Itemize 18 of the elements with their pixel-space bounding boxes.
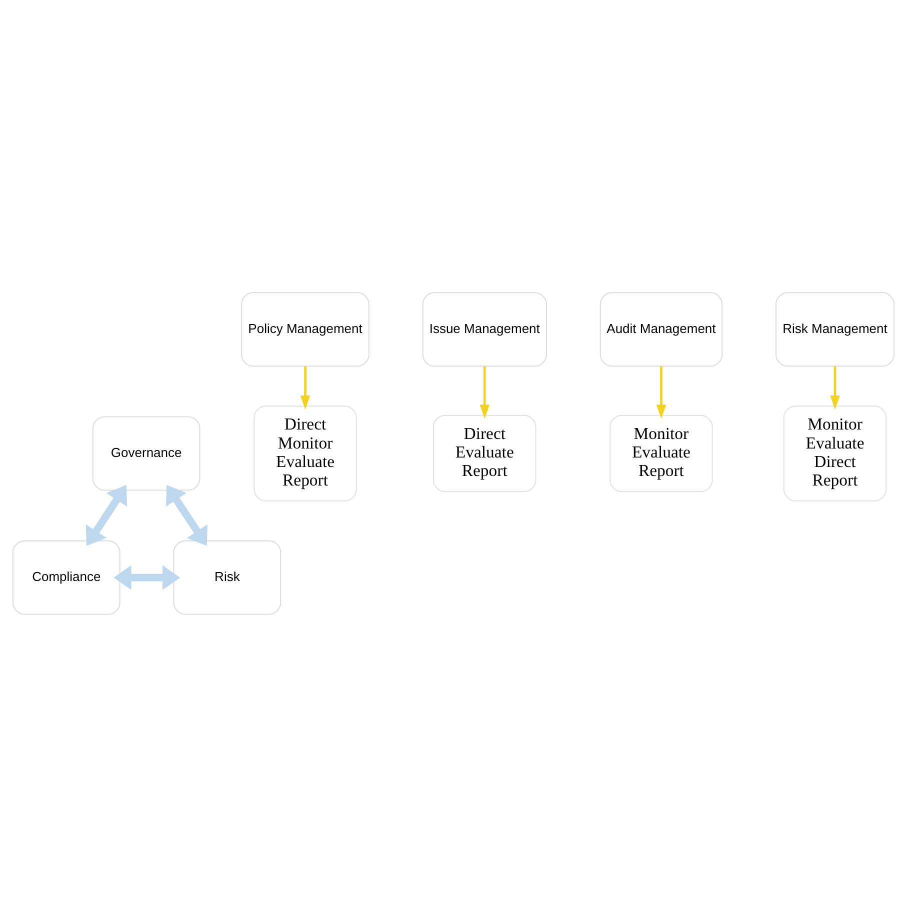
node-box: Monitor Evaluate Report <box>610 414 713 492</box>
node-box: Direct Monitor Evaluate Report <box>254 406 357 502</box>
node-box: Policy Management <box>241 292 370 367</box>
arrow <box>114 565 180 590</box>
node-box: Direct Evaluate Report <box>433 414 536 492</box>
arrow <box>830 366 840 410</box>
node-box: Audit Management <box>600 292 723 367</box>
node-box: Risk <box>173 540 282 615</box>
arrow <box>86 485 128 546</box>
node-box: Compliance <box>12 540 120 615</box>
arrow <box>300 366 310 410</box>
arrow <box>480 366 490 419</box>
arrow <box>656 366 666 419</box>
arrow <box>166 485 208 546</box>
node-box: Monitor Evaluate Direct Report <box>783 406 887 502</box>
node-box: Issue Management <box>422 292 547 367</box>
node-box: Governance <box>92 416 200 491</box>
node-box: Risk Management <box>776 292 894 367</box>
